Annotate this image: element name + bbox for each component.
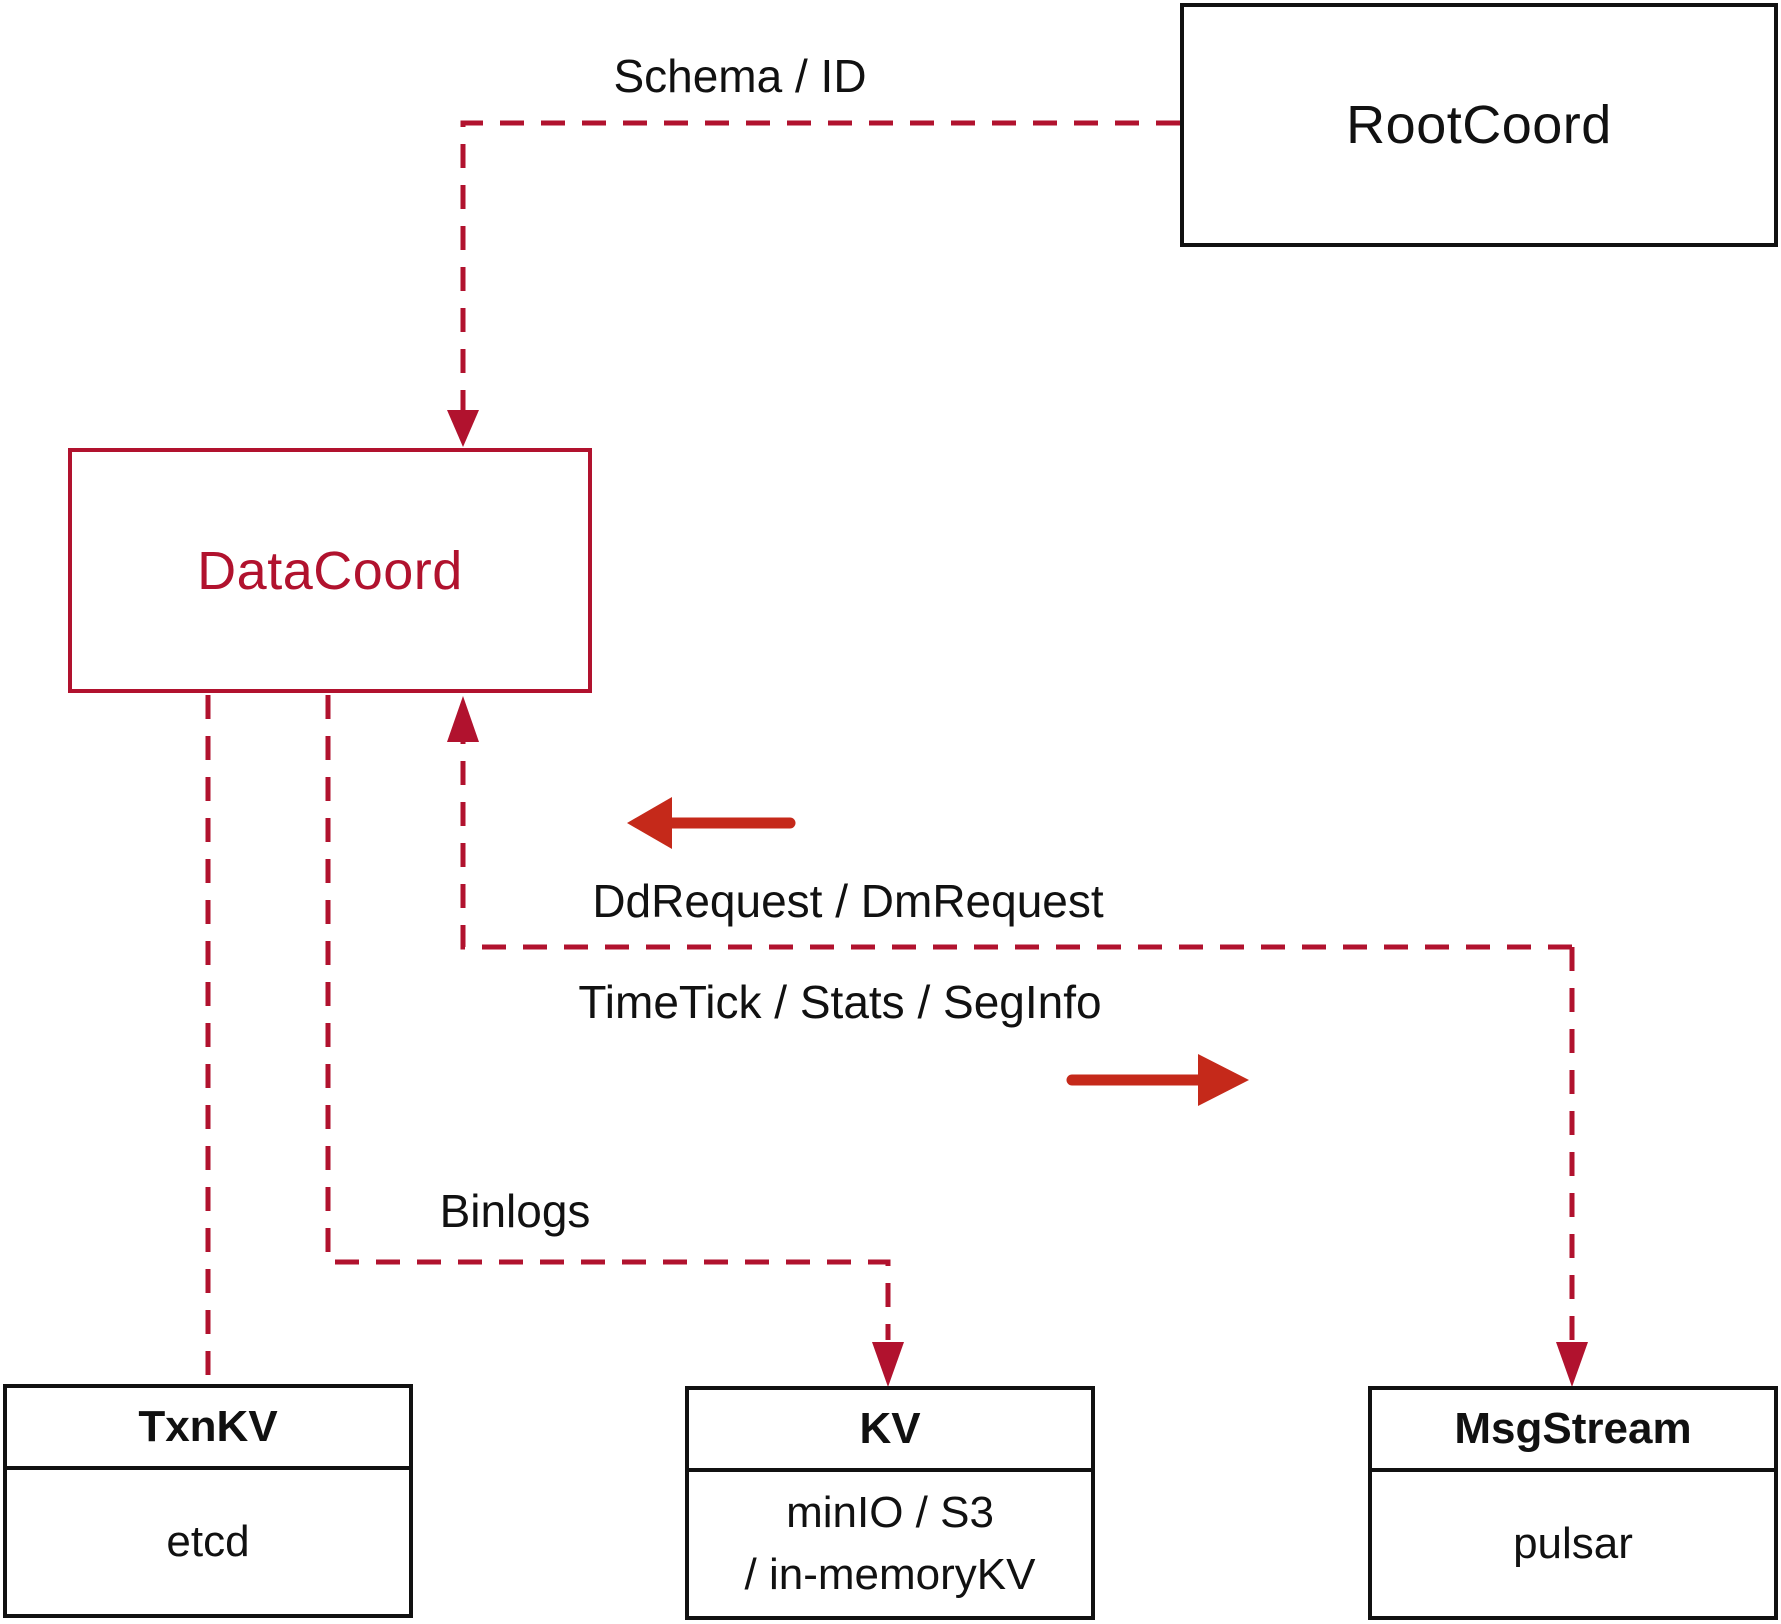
edge-label-binlogs: Binlogs	[439, 1185, 591, 1237]
node-txnkv-title: TxnKV	[7, 1388, 409, 1470]
node-txnkv-body: etcd	[166, 1516, 250, 1566]
edge-label-timetick-stats-seginfo: TimeTick / Stats / SegInfo	[578, 976, 1102, 1028]
node-rootcoord: RootCoord	[1180, 3, 1778, 247]
edge-label-ddrequest-dmrequest: DdRequest / DmRequest	[592, 875, 1104, 927]
arrowhead-into-msgstream-top	[1556, 1342, 1588, 1387]
node-msgstream-title: MsgStream	[1372, 1390, 1774, 1472]
left-direction-arrow-head	[627, 797, 672, 849]
node-txnkv: TxnKV etcd	[3, 1384, 413, 1618]
edge-rootcoord-to-datacoord	[460, 120, 1180, 410]
right-direction-arrow-head	[1198, 1054, 1249, 1106]
node-kv: KV minIO / S3 / in-memoryKV	[685, 1386, 1095, 1620]
node-datacoord: DataCoord	[68, 448, 592, 693]
arrowhead-into-kv-top	[872, 1342, 904, 1387]
edge-label-schema-id: Schema / ID	[613, 50, 867, 102]
node-msgstream-body: pulsar	[1513, 1518, 1633, 1568]
node-datacoord-label: DataCoord	[197, 540, 463, 601]
node-kv-title: KV	[689, 1390, 1091, 1472]
node-rootcoord-label: RootCoord	[1346, 95, 1612, 155]
node-msgstream: MsgStream pulsar	[1368, 1386, 1778, 1620]
arrowhead-into-datacoord-bottom	[447, 696, 479, 742]
node-kv-body-line2: / in-memoryKV	[744, 1550, 1036, 1599]
arrowhead-into-datacoord-top	[447, 410, 479, 447]
node-kv-body-line1: minIO / S3	[786, 1487, 994, 1537]
